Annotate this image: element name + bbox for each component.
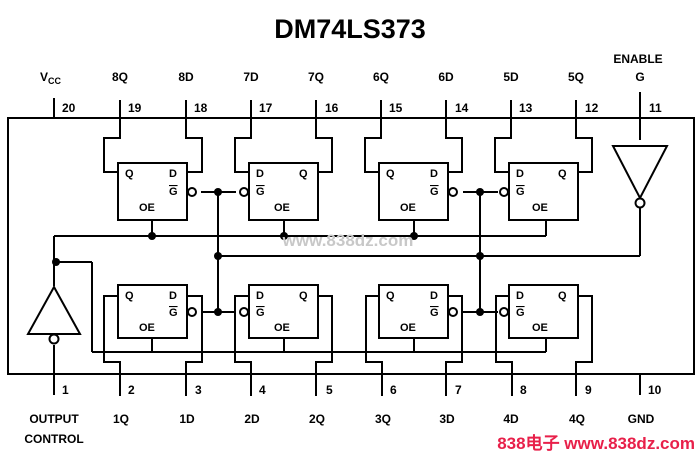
watermark: www.838dz.com xyxy=(282,231,414,250)
svg-text:G: G xyxy=(256,307,265,319)
latch-2: D Q G OE xyxy=(248,284,319,339)
enable-buffer-icon xyxy=(611,145,669,209)
svg-text:G: G xyxy=(169,186,178,198)
svg-text:D: D xyxy=(516,290,524,302)
chip-title: DM74LS373 xyxy=(274,14,426,44)
latch-5: D Q G OE xyxy=(508,162,579,221)
bottom-pin-labels: OUTPUT CONTROL 1Q 1D 2D 2Q 3Q 3D 4D 4Q G… xyxy=(24,412,654,446)
svg-text:OE: OE xyxy=(274,322,290,334)
pin-label-enable: ENABLE xyxy=(613,52,662,66)
svg-text:OE: OE xyxy=(139,202,155,214)
pin-number: 9 xyxy=(585,383,592,397)
svg-text:D: D xyxy=(516,168,524,180)
svg-text:Q: Q xyxy=(299,168,308,180)
pin-label-vcc: VCC xyxy=(40,70,62,86)
latch-1: Q D G OE xyxy=(117,284,188,339)
junction-dots xyxy=(52,188,484,316)
pin-label: 3D xyxy=(439,412,455,426)
latch-4: D Q G OE xyxy=(508,284,579,339)
pin-number: 8 xyxy=(520,383,527,397)
svg-text:G: G xyxy=(516,186,525,198)
pin-number: 16 xyxy=(325,101,339,115)
svg-text:D: D xyxy=(256,290,264,302)
pin-number: 18 xyxy=(194,101,208,115)
pin-number: 19 xyxy=(128,101,142,115)
pin-label-gnd: GND xyxy=(628,412,655,426)
pin-number: 14 xyxy=(455,101,469,115)
pin-label: 5Q xyxy=(568,70,584,84)
svg-text:Q: Q xyxy=(125,168,134,180)
pin-number: 5 xyxy=(326,383,333,397)
pin-number: 3 xyxy=(195,383,202,397)
pin-number: 15 xyxy=(389,101,403,115)
svg-text:G: G xyxy=(516,307,525,319)
pin-label: 3Q xyxy=(375,412,391,426)
svg-text:G: G xyxy=(256,186,265,198)
pin-label: 4Q xyxy=(569,412,585,426)
pin-number: 6 xyxy=(390,383,397,397)
pin-label: 1D xyxy=(179,412,195,426)
svg-text:Q: Q xyxy=(558,290,567,302)
pin-label: 6Q xyxy=(373,70,389,84)
latch-8: Q D G OE xyxy=(117,162,188,221)
svg-text:OE: OE xyxy=(139,322,155,334)
latch-3: Q D G OE xyxy=(378,284,449,339)
pin-stubs xyxy=(53,92,641,395)
pin-label-control: CONTROL xyxy=(24,432,83,446)
svg-text:OE: OE xyxy=(532,322,548,334)
pin-number: 1 xyxy=(62,383,69,397)
svg-text:D: D xyxy=(430,168,438,180)
pin-number: 20 xyxy=(62,101,76,115)
latch-7: D Q G OE xyxy=(248,162,319,221)
pin-label: 7D xyxy=(243,70,259,84)
top-wiring xyxy=(103,100,593,173)
footer-watermark: 838电子 www.838dz.com xyxy=(497,433,695,453)
pin-number: 13 xyxy=(519,101,533,115)
inversion-bubbles xyxy=(187,187,509,317)
svg-text:D: D xyxy=(169,290,177,302)
svg-text:Q: Q xyxy=(125,290,134,302)
latch-6: Q D G OE xyxy=(378,162,449,221)
svg-text:Q: Q xyxy=(386,168,395,180)
pin-label: 4D xyxy=(503,412,519,426)
output-control-buffer-icon xyxy=(26,284,82,345)
chip-body xyxy=(7,117,695,375)
svg-text:OE: OE xyxy=(400,202,416,214)
pin-label: 2Q xyxy=(309,412,325,426)
svg-text:D: D xyxy=(256,168,264,180)
pin-number: 17 xyxy=(259,101,273,115)
pin-label: 6D xyxy=(438,70,454,84)
svg-text:OE: OE xyxy=(274,202,290,214)
svg-text:Q: Q xyxy=(558,168,567,180)
pin-label-output: OUTPUT xyxy=(29,412,79,426)
svg-text:G: G xyxy=(430,186,439,198)
top-pin-labels: VCC 8Q 8D 7D 7Q 6Q 6D 5D 5Q ENABLE G xyxy=(40,52,663,86)
svg-text:OE: OE xyxy=(532,202,548,214)
svg-text:D: D xyxy=(169,168,177,180)
pin-number: 7 xyxy=(455,383,462,397)
pin-number: 12 xyxy=(585,101,599,115)
bottom-pin-numbers: 1 2 3 4 5 6 7 8 9 10 xyxy=(62,383,662,397)
pin-number: 4 xyxy=(259,383,266,397)
pin-number: 10 xyxy=(648,383,662,397)
svg-text:Q: Q xyxy=(386,290,395,302)
pin-label: 8D xyxy=(178,70,194,84)
svg-text:G: G xyxy=(430,307,439,319)
pin-label: 5D xyxy=(503,70,519,84)
pin-label: 7Q xyxy=(308,70,324,84)
pin-label: 1Q xyxy=(113,412,129,426)
pin-label-g: G xyxy=(635,70,644,84)
pin-label: 2D xyxy=(244,412,260,426)
bottom-wiring xyxy=(103,295,593,396)
pin-number: 11 xyxy=(649,101,662,115)
svg-text:OE: OE xyxy=(400,322,416,334)
svg-text:G: G xyxy=(169,307,178,319)
pin-label: 8Q xyxy=(112,70,128,84)
pin-number: 2 xyxy=(128,383,135,397)
svg-text:D: D xyxy=(430,290,438,302)
output-control-bus xyxy=(53,220,547,353)
svg-text:Q: Q xyxy=(299,290,308,302)
top-pin-numbers: 20 19 18 17 16 15 14 13 12 11 xyxy=(62,101,662,115)
